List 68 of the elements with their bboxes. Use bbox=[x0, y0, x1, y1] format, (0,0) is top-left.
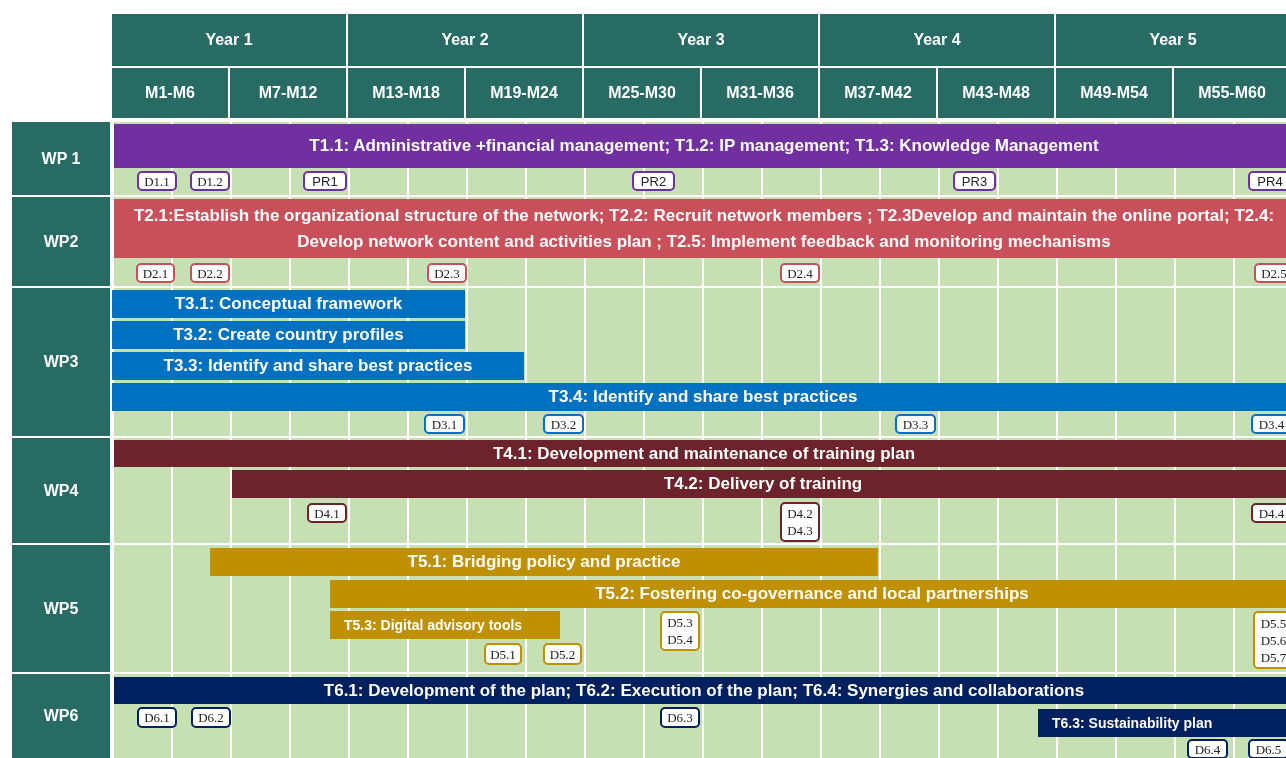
task-bar: T4.2: Delivery of training bbox=[232, 470, 1286, 498]
deliverable-badge: PR3 bbox=[953, 171, 996, 191]
deliverable-badge: D2.4 bbox=[780, 263, 820, 283]
work-package-label: WP 1 bbox=[12, 122, 110, 195]
task-bar: T2.1:Establish the organizational structure of the network; T2.2: Recruit network members ; T2.3Develop and maintain the online portal; T2.4: Develop network content and activities plan ; T2.5: Implement feedback and monitoring mechanisms bbox=[114, 199, 1286, 258]
deliverable-badge: PR1 bbox=[303, 171, 347, 191]
deliverable-badge: D6.3 bbox=[660, 707, 700, 728]
deliverable-badge: D1.2 bbox=[190, 171, 230, 191]
period-header: M43-M48 bbox=[938, 68, 1054, 118]
period-header: M31-M36 bbox=[702, 68, 818, 118]
deliverable-badge: D6.2 bbox=[191, 707, 231, 728]
period-header: M19-M24 bbox=[466, 68, 582, 118]
period-header: M7-M12 bbox=[230, 68, 346, 118]
deliverable-code: D5.4 bbox=[667, 631, 693, 648]
deliverable-badge: D2.5 bbox=[1254, 263, 1286, 283]
period-header: M25-M30 bbox=[584, 68, 700, 118]
task-bar: T3.1: Conceptual framework bbox=[112, 290, 465, 318]
period-header: M1-M6 bbox=[112, 68, 228, 118]
task-bar: T5.3: Digital advisory tools bbox=[330, 611, 560, 639]
deliverable-code: D4.3 bbox=[787, 522, 813, 539]
deliverable-badge: D3.3 bbox=[895, 414, 936, 434]
deliverable-code: D5.5 bbox=[1260, 614, 1286, 632]
deliverable-badge: D6.5 bbox=[1248, 739, 1286, 758]
deliverable-badge bbox=[780, 502, 820, 542]
period-header: M55-M60 bbox=[1174, 68, 1286, 118]
deliverable-badge bbox=[1253, 611, 1286, 669]
deliverable-badge: D2.1 bbox=[136, 263, 175, 283]
task-bar: T3.3: Identify and share best practices bbox=[112, 352, 524, 380]
deliverable-badge: D6.1 bbox=[137, 707, 177, 728]
period-header: M49-M54 bbox=[1056, 68, 1172, 118]
deliverable-badge: D1.1 bbox=[137, 171, 177, 191]
deliverable-code: D5.7 bbox=[1260, 648, 1286, 666]
task-bar: T1.1: Administrative +financial management; T1.2: IP management; T1.3: Knowledge Management bbox=[114, 124, 1286, 168]
deliverable-badge: D5.2 bbox=[543, 643, 582, 665]
year-header: Year 4 bbox=[820, 14, 1054, 66]
task-bar: T4.1: Development and maintenance of training plan bbox=[114, 440, 1286, 467]
deliverable-badge: D3.2 bbox=[543, 414, 584, 434]
deliverable-badge: D3.4 bbox=[1251, 414, 1286, 434]
deliverable-badge: D4.4 bbox=[1251, 503, 1286, 523]
deliverable-badge: D5.1 bbox=[484, 643, 522, 665]
task-bar: T6.1: Development of the plan; T6.2: Execution of the plan; T6.4: Synergies and collaborations bbox=[114, 677, 1286, 704]
work-package-label: WP2 bbox=[12, 197, 110, 286]
deliverable-badge: D6.4 bbox=[1187, 739, 1228, 758]
work-package-label: WP3 bbox=[12, 288, 110, 436]
deliverable-badge bbox=[660, 611, 700, 651]
period-header: M37-M42 bbox=[820, 68, 936, 118]
deliverable-badge: D2.3 bbox=[427, 263, 467, 283]
deliverable-badge: PR4 bbox=[1248, 171, 1286, 191]
deliverable-badge: D2.2 bbox=[190, 263, 230, 283]
work-package-label: WP4 bbox=[12, 438, 110, 543]
deliverable-code: D5.6 bbox=[1260, 631, 1286, 649]
task-bar: T3.2: Create country profiles bbox=[112, 321, 465, 349]
work-package-label: WP5 bbox=[12, 545, 110, 672]
deliverable-code: D5.3 bbox=[667, 614, 693, 631]
task-bar: T6.3: Sustainability plan bbox=[1038, 709, 1286, 737]
year-header: Year 3 bbox=[584, 14, 818, 66]
deliverable-badge: D3.1 bbox=[424, 414, 465, 434]
deliverable-code: D4.2 bbox=[787, 505, 813, 522]
deliverable-badge: PR2 bbox=[632, 171, 675, 191]
task-bar: T5.1: Bridging policy and practice bbox=[210, 548, 878, 576]
task-bar: T3.4: Identify and share best practices bbox=[112, 383, 1286, 411]
deliverable-badge: D4.1 bbox=[307, 503, 347, 523]
task-bar: T5.2: Fostering co-governance and local partnerships bbox=[330, 580, 1286, 608]
period-header: M13-M18 bbox=[348, 68, 464, 118]
year-header: Year 1 bbox=[112, 14, 346, 66]
year-header: Year 2 bbox=[348, 14, 582, 66]
work-package-label: WP6 bbox=[12, 674, 110, 758]
year-header: Year 5 bbox=[1056, 14, 1286, 66]
